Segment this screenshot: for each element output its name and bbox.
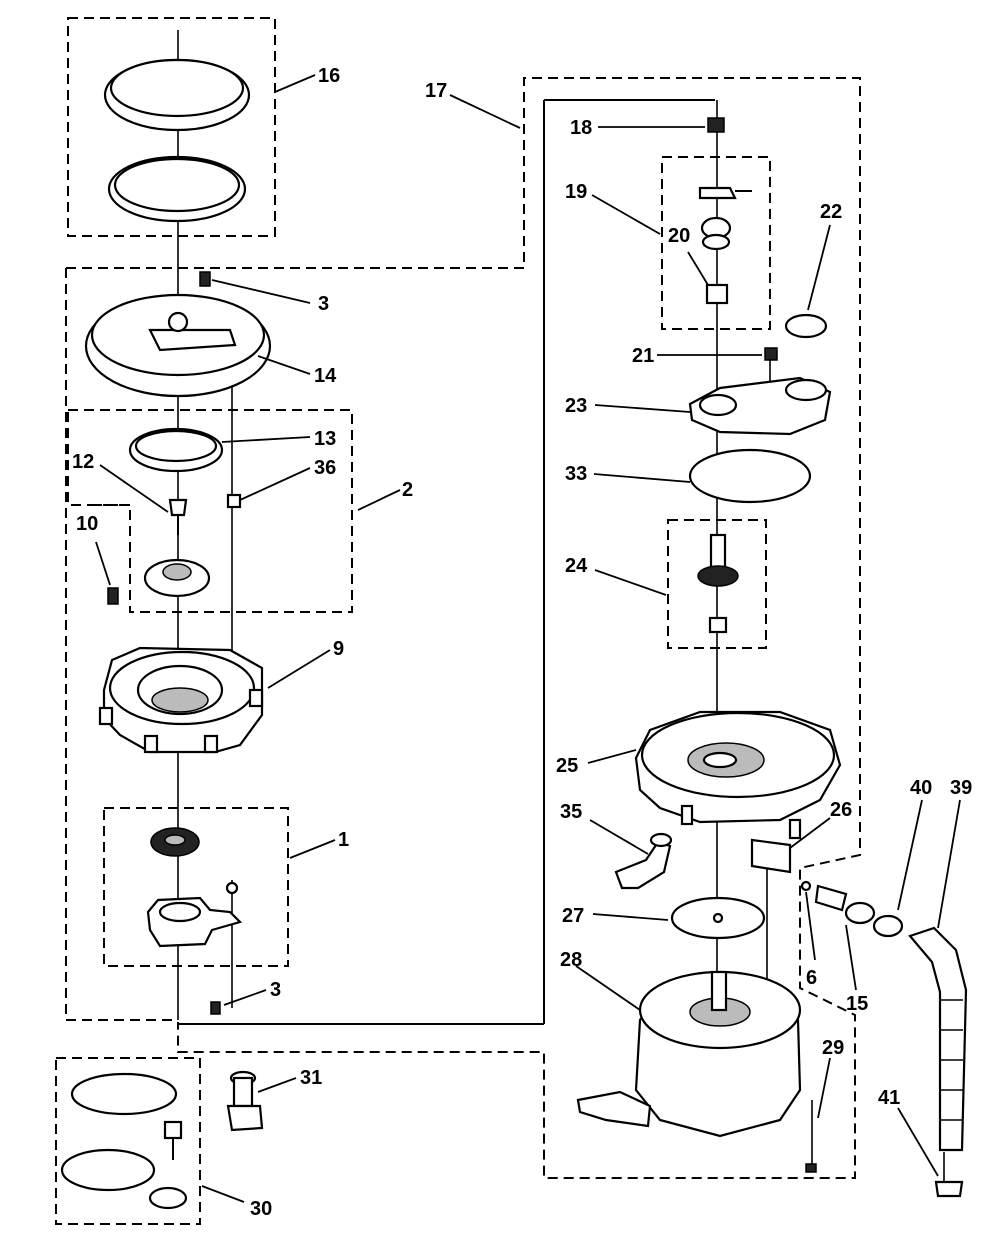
leader-arrows	[95, 74, 961, 1203]
fitting-6-15	[800, 880, 876, 925]
chopper-group-1	[146, 827, 243, 1015]
callout-labels: 16 17 18 19 20 22 3 14 21 23 13 12 36 2 …	[72, 65, 972, 1220]
nut-18	[707, 117, 725, 133]
callout-14: 14	[314, 365, 337, 387]
impeller-group-2	[107, 427, 242, 605]
callout-29: 29	[822, 1037, 844, 1059]
callout-26: 26	[830, 799, 852, 821]
callout-39: 39	[950, 777, 972, 799]
parts-19-20	[698, 186, 752, 305]
clamp-40	[872, 914, 904, 938]
hose-39	[908, 926, 968, 1152]
callout-19: 19	[565, 181, 587, 203]
callout-15: 15	[846, 993, 868, 1015]
callout-35: 35	[560, 801, 582, 823]
pump-housing-9	[98, 646, 264, 754]
clip-26	[750, 838, 792, 874]
shaft-group-24	[697, 533, 739, 634]
callout-18: 18	[570, 117, 592, 139]
callout-10: 10	[76, 513, 98, 535]
gasket-33	[688, 448, 812, 504]
elbow-35	[614, 832, 673, 890]
ring-22	[784, 313, 828, 339]
callout-24: 24	[565, 555, 588, 577]
cap-41	[934, 1152, 964, 1198]
callout-31: 31	[300, 1067, 322, 1089]
callout-20: 20	[668, 225, 690, 247]
callout-21: 21	[632, 345, 654, 367]
callout-33: 33	[565, 463, 587, 485]
fitting-31	[226, 1070, 264, 1132]
callout-3-bottom: 3	[270, 979, 281, 1001]
callout-3-top: 3	[318, 293, 329, 315]
screw-21	[764, 347, 778, 361]
seal-rings-16	[103, 58, 251, 223]
callout-25: 25	[556, 755, 578, 777]
callout-9: 9	[333, 638, 344, 660]
plate-23	[688, 376, 832, 436]
motor-28	[576, 970, 817, 1173]
disc-27	[670, 896, 766, 940]
callout-22: 22	[820, 201, 842, 223]
callout-16: 16	[318, 65, 340, 87]
callout-6: 6	[806, 967, 817, 989]
callout-23: 23	[565, 395, 587, 417]
callout-30: 30	[250, 1198, 272, 1220]
callout-27: 27	[562, 905, 584, 927]
callout-1: 1	[338, 829, 349, 851]
callout-13: 13	[314, 428, 336, 450]
callout-36: 36	[314, 457, 336, 479]
callout-2: 2	[402, 479, 413, 501]
seal-kit-30	[60, 1072, 188, 1210]
callout-17: 17	[425, 80, 447, 102]
callout-12: 12	[72, 451, 94, 473]
housing-25	[634, 710, 842, 840]
callout-41: 41	[878, 1087, 900, 1109]
callout-40: 40	[910, 777, 932, 799]
group-boundaries	[55, 17, 861, 1225]
pump-cover-14	[84, 271, 272, 398]
callout-28: 28	[560, 949, 582, 971]
